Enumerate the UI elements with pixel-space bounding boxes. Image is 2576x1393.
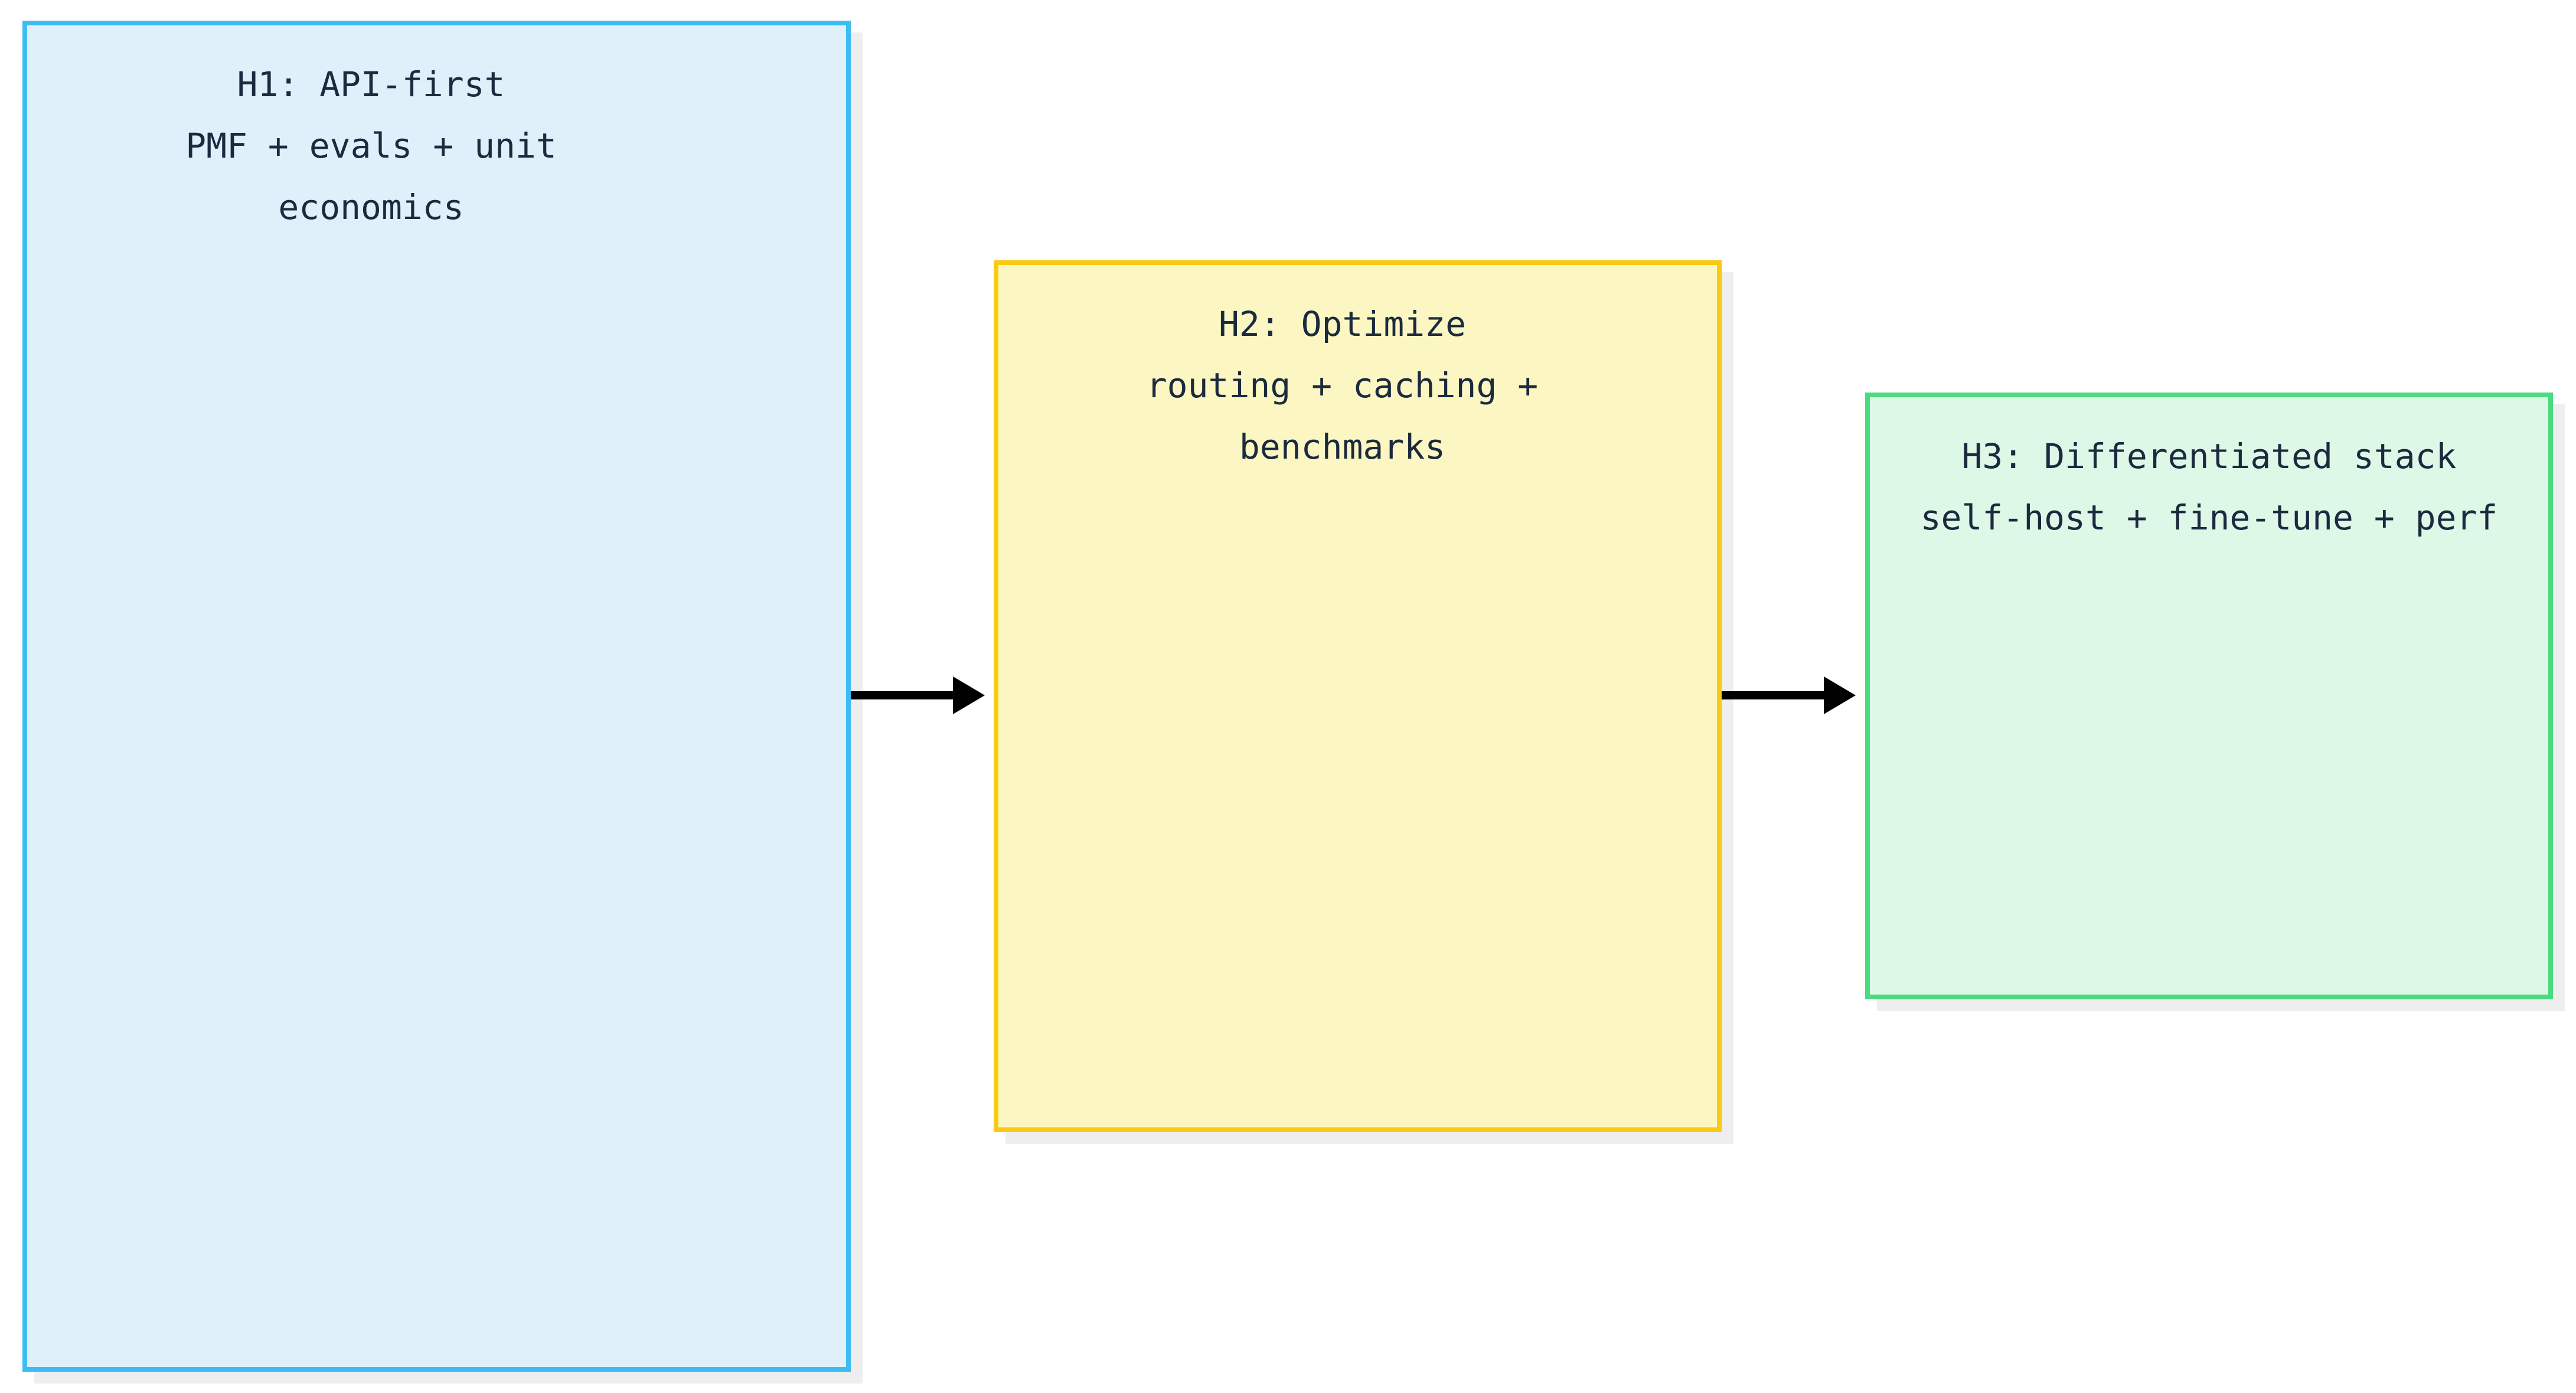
node-h2: H2: Optimize routing + caching + benchma… — [994, 260, 1722, 1132]
node-label-line: routing + caching + — [1146, 365, 1539, 406]
node-label-line: economics — [278, 187, 464, 227]
node-label-line: H2: Optimize — [1218, 304, 1467, 344]
node-h2-label: H2: Optimize routing + caching + benchma… — [998, 265, 1686, 478]
node-label-line: H1: API-first — [237, 64, 505, 104]
node-h3-label: H3: Differentiated stack self-host + fin… — [1870, 397, 2548, 548]
node-h1-label: H1: API-first PMF + evals + unit economi… — [27, 25, 715, 238]
connector-arrow-h1-to-h2 — [851, 676, 985, 714]
node-label-line: benchmarks — [1239, 427, 1446, 467]
node-h1: H1: API-first PMF + evals + unit economi… — [22, 21, 851, 1372]
right-arrow-icon — [1722, 676, 1856, 714]
right-arrow-icon — [851, 676, 985, 714]
node-label-line: self-host + fine-tune + perf — [1920, 498, 2498, 538]
node-h3: H3: Differentiated stack self-host + fin… — [1865, 393, 2553, 999]
connector-arrow-h2-to-h3 — [1722, 676, 1856, 714]
node-label-line: PMF + evals + unit — [185, 126, 557, 166]
node-label-line: H3: Differentiated stack — [1961, 436, 2457, 476]
